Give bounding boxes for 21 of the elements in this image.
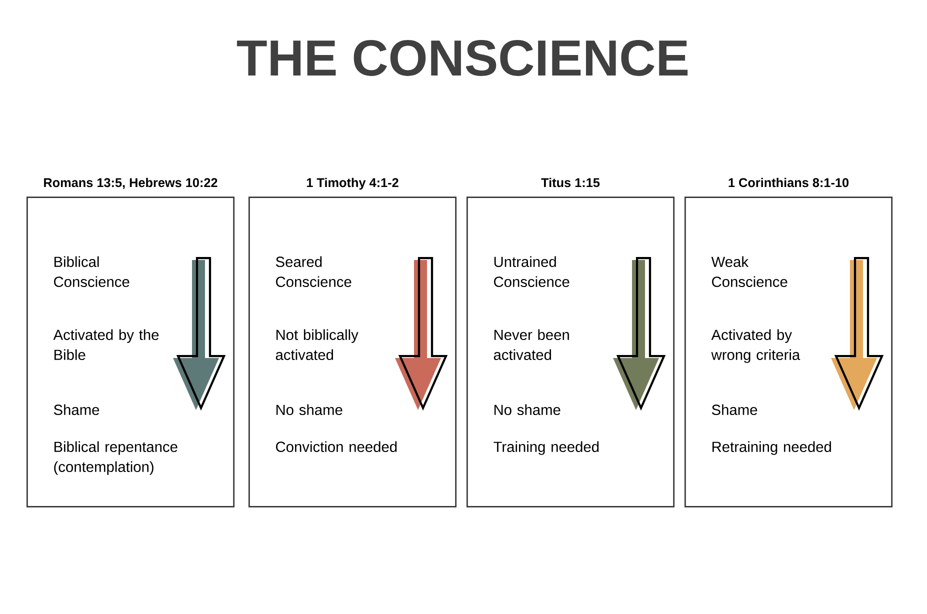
response-note: Training needed — [494, 441, 599, 455]
activation-note: Never been activated — [494, 329, 569, 360]
conscience-type: Weak Conscience — [711, 256, 788, 288]
activation-note: Activated by the Bible — [53, 329, 159, 360]
shame-note: Shame — [54, 404, 100, 416]
shame-note: No shame — [494, 404, 560, 416]
scripture-reference: 1 Timothy 4:1-2 — [306, 178, 398, 190]
shame-note: No shame — [276, 404, 342, 416]
response-note: Conviction needed — [276, 441, 397, 452]
scripture-reference: Titus 1:15 — [541, 178, 600, 188]
scripture-reference: 1 Corinthians 8:1-10 — [728, 178, 849, 188]
activation-note: Not biblically activated — [276, 329, 358, 360]
conscience-type: Seared Conscience — [276, 256, 352, 288]
shame-note: Shame — [712, 404, 758, 416]
conscience-type: Untrained Conscience — [494, 256, 570, 288]
activation-note: Activated by wrong criteria — [711, 329, 800, 363]
response-note: Biblical repentance (contemplation) — [54, 441, 178, 475]
response-note: Retraining needed — [712, 441, 831, 455]
scripture-reference: Romans 13:5, Hebrews 10:22 — [44, 178, 218, 189]
title: THE CONSCIENCE — [236, 40, 688, 76]
conscience-type: Biblical Conscience — [54, 256, 130, 288]
